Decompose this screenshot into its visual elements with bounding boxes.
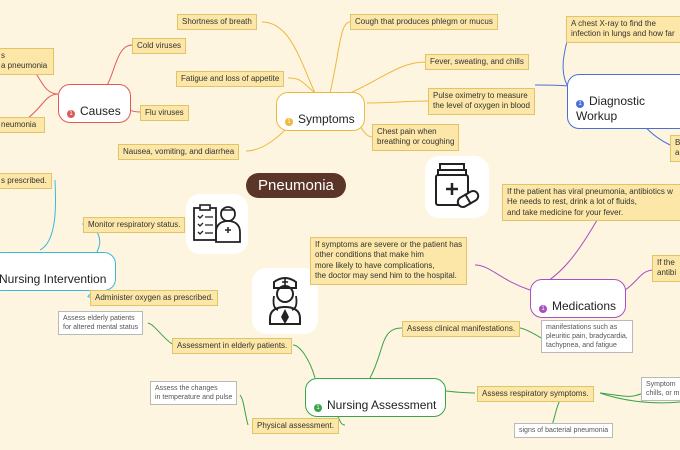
symptom-item[interactable]: Shortness of breath bbox=[177, 14, 257, 31]
assessment-detail[interactable]: manifestations such as pleuritic pain, b… bbox=[541, 320, 633, 354]
symptoms-marker-icon: 1 bbox=[285, 117, 293, 126]
intervention-item[interactable]: Administer oxygen as prescribed. bbox=[90, 290, 219, 307]
causes-item-clipped[interactable]: neumonia bbox=[0, 117, 45, 134]
causes-item-clipped[interactable]: s a pneumonia bbox=[0, 48, 54, 75]
symptom-item[interactable]: Chest pain when breathing or coughing bbox=[372, 124, 460, 151]
topic-label: Causes bbox=[80, 103, 121, 118]
symptom-item[interactable]: Fatigue and loss of appetite bbox=[176, 71, 285, 88]
medication-item[interactable]: If symptoms are severe or the patient ha… bbox=[310, 237, 468, 285]
topic-causes[interactable]: 1 Causes bbox=[58, 84, 131, 124]
assessment-detail[interactable]: Assess the changes in temperature and pu… bbox=[150, 381, 238, 406]
medical-chart-nurse-icon bbox=[186, 194, 248, 254]
assessment-detail[interactable]: Symptom chills, or m bbox=[641, 377, 680, 402]
assessment-detail[interactable]: Assess elderly patients for altered ment… bbox=[58, 311, 144, 336]
medications-marker-icon: 1 bbox=[539, 304, 547, 313]
intervention-item[interactable]: Monitor respiratory status. bbox=[83, 217, 186, 234]
medication-item[interactable]: If the patient has viral pneumonia, anti… bbox=[502, 184, 680, 222]
topic-label: Symptoms bbox=[298, 111, 355, 126]
topic-label: Nursing Assessment bbox=[327, 397, 437, 412]
symptom-item[interactable]: Fever, sweating, and chills bbox=[425, 54, 529, 71]
symptom-item[interactable]: Cough that produces phlegm or mucus bbox=[350, 14, 498, 31]
causes-item[interactable]: Flu viruses bbox=[140, 105, 189, 122]
medicine-bottle-icon bbox=[425, 156, 489, 218]
assessment-item[interactable]: Assessment in elderly patients. bbox=[172, 338, 293, 355]
assessment-item[interactable]: Physical assessment. bbox=[252, 418, 339, 435]
causes-item[interactable]: Cold viruses bbox=[132, 38, 187, 55]
assessment-item[interactable]: Assess respiratory symptoms. bbox=[477, 386, 594, 403]
central-topic[interactable]: Pneumonia bbox=[246, 173, 346, 198]
assessment-item[interactable]: Assess clinical manifestations. bbox=[402, 321, 521, 338]
topic-nursing-intervention[interactable]: Nursing Intervention bbox=[0, 252, 117, 292]
diagnostic-item[interactable]: Bl a t bbox=[670, 135, 680, 162]
causes-marker-icon: 1 bbox=[67, 109, 75, 118]
topic-label: Medications bbox=[552, 298, 617, 313]
assessment-marker-icon: 1 bbox=[314, 403, 322, 412]
medication-item[interactable]: If the antibi bbox=[652, 255, 680, 282]
topic-medications[interactable]: 1 Medications bbox=[530, 279, 627, 319]
diagnostic-marker-icon: 1 bbox=[576, 99, 584, 108]
symptom-item[interactable]: Nausea, vomiting, and diarrhea bbox=[118, 144, 240, 161]
assessment-detail[interactable]: signs of bacterial pneumonia bbox=[514, 423, 614, 439]
nurse-icon bbox=[252, 268, 318, 334]
topic-label: Nursing Intervention bbox=[0, 271, 107, 286]
topic-label: Diagnostic Workup bbox=[576, 93, 646, 124]
diagnostic-item[interactable]: A chest X-ray to find the infection in l… bbox=[566, 16, 680, 43]
symptom-item[interactable]: Pulse oximetry to measure the level of o… bbox=[428, 88, 535, 115]
topic-symptoms[interactable]: 1 Symptoms bbox=[276, 92, 365, 132]
intervention-item[interactable]: s prescribed. bbox=[0, 173, 52, 190]
topic-nursing-assessment[interactable]: 1 Nursing Assessment bbox=[305, 378, 447, 418]
